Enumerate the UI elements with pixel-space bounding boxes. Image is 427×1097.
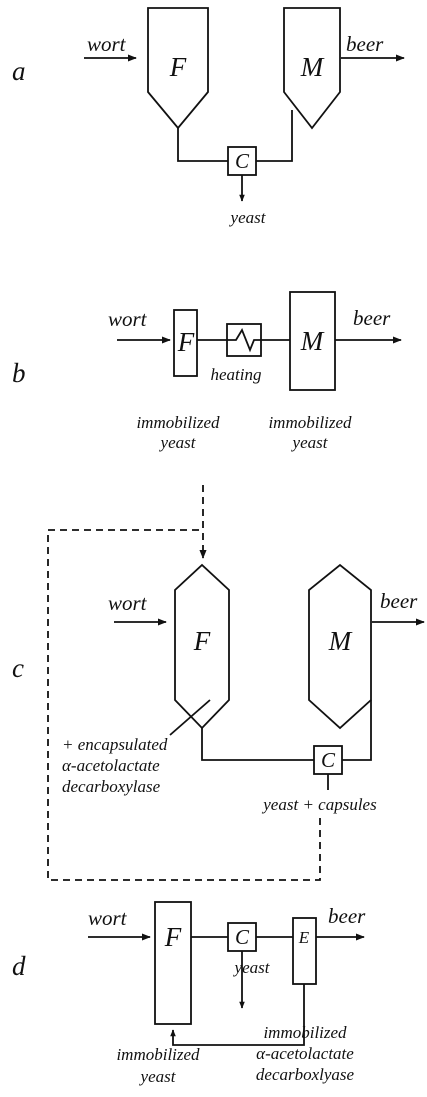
panel-a-pipe-right [256, 110, 293, 162]
panel-b-fermenter-column [173, 309, 198, 377]
panel-b-note2-line2: yeast [291, 433, 329, 452]
panel-a-pipe-left [177, 128, 228, 162]
panel-b-output-label: beer [353, 306, 391, 330]
panel-d-fermenter-label: F [164, 922, 182, 952]
panel-c-outflow-label: yeast + capsules [261, 795, 377, 814]
panel-a-centrifuge [227, 146, 257, 176]
panel-c-additive-line2: α-acetolactate [62, 756, 160, 775]
panel-c-centrifuge-label: C [321, 748, 336, 772]
panel-d-input-label: wort [88, 906, 128, 930]
panel-d-fermenter-column [154, 901, 192, 1025]
panel-a-letter: a [12, 56, 26, 86]
panel-c-additive-leader [169, 699, 211, 736]
panel-c-output-label: beer [380, 589, 418, 613]
panel-c-maturation-label: M [328, 626, 353, 656]
panel-b-maturation-label: M [300, 326, 325, 356]
panel-d-output-label: beer [328, 904, 366, 928]
panel-b-letter: b [12, 358, 26, 388]
panel-a-maturation-tank [283, 7, 341, 130]
panel-d-note2-line2: α-acetolactate [256, 1044, 354, 1063]
panel-d-note2-line3: decarboxlyase [256, 1065, 355, 1084]
panel-c-centrifuge [313, 745, 343, 775]
panel-c-input-label: wort [108, 591, 148, 615]
panel-d-enzyme-reactor-label: E [298, 928, 310, 947]
panel-a-fermenter [147, 7, 209, 130]
panel-a-centrifuge-label: C [235, 149, 250, 173]
panel-c-pipe-right [342, 700, 372, 761]
panel-b-maturation-column [289, 291, 336, 391]
panel-a-fermenter-label: F [169, 52, 187, 82]
panel-d-letter: d [12, 951, 26, 981]
panel-a-input-label: wort [87, 32, 127, 56]
panel-a-maturation-label: M [300, 52, 325, 82]
panel-d-recycle-arrow [170, 984, 305, 1046]
panel-b-heating-coil-icon [227, 327, 261, 353]
panel-b-note1-line1: immobilized [136, 413, 220, 432]
panel-c-additive-line1: + encapsulated [62, 735, 168, 754]
panel-c-pipe-left [201, 728, 314, 761]
panel-b-heating-label: heating [211, 365, 262, 384]
panel-b: b wort F heating M beer immobilized yeas… [12, 291, 402, 452]
panel-c-recycle-loop [47, 529, 321, 881]
panel-d-note1-line1: immobilized [116, 1045, 200, 1064]
panel-b-note2-line1: immobilized [268, 413, 352, 432]
panel-d-note2-line1: immobilized [263, 1023, 347, 1042]
panel-d-note1-line2: yeast [139, 1067, 177, 1086]
panel-a-output-label: beer [346, 32, 384, 56]
panel-b-note1-line2: yeast [159, 433, 197, 452]
panel-a-outflow-label: yeast [229, 208, 267, 227]
panel-a: a wort F M C yeast beer [12, 7, 405, 227]
panel-c-additive-line3: decarboxylase [62, 777, 161, 796]
panel-c: c wort F M C yeast + capsules beer + enc… [12, 485, 425, 881]
panel-c-letter: c [12, 653, 24, 683]
panel-b-fermenter-label: F [177, 327, 195, 357]
panel-d-centrifuge-label: C [235, 925, 250, 949]
panel-d: d wort F C E beer yeast immobilized yeas… [12, 901, 366, 1086]
panel-c-fermenter-label: F [193, 626, 211, 656]
panel-d-outflow-label: yeast [233, 958, 271, 977]
panel-c-fermenter [174, 563, 230, 730]
panel-b-input-label: wort [108, 307, 148, 331]
